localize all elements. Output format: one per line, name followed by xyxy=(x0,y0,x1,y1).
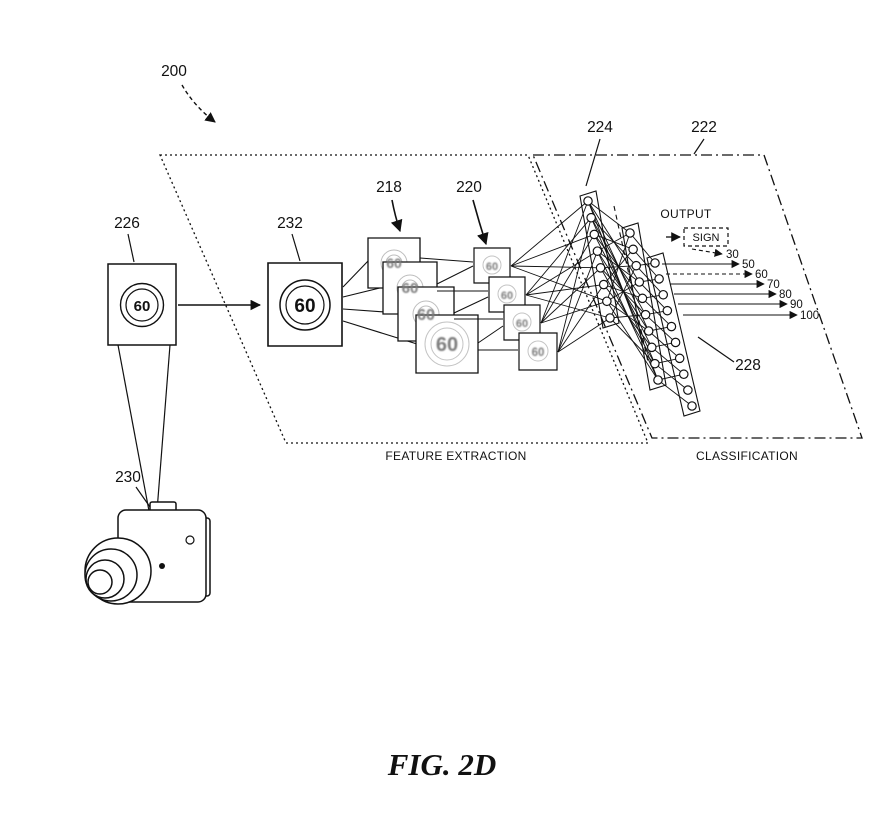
ref-230-label: 230 xyxy=(115,469,141,486)
ref-232-label: 232 xyxy=(277,215,303,232)
pool-fan-lines xyxy=(420,258,518,350)
feature-extraction-label: FEATURE EXTRACTION xyxy=(385,449,526,463)
ref-226-label: 226 xyxy=(114,215,140,232)
ref-200-label: 200 xyxy=(161,63,187,80)
classification-region xyxy=(533,155,862,438)
output-class-90: 90 xyxy=(790,299,803,311)
fuzzy-sign-8: 60 xyxy=(532,347,545,359)
ref-224-label: 224 xyxy=(587,119,613,136)
fuzzy-sign-2: 60 xyxy=(402,280,419,297)
output-class-80: 80 xyxy=(779,289,792,301)
camera-icon xyxy=(85,502,210,604)
fuzzy-sign-6: 60 xyxy=(501,290,513,302)
figure-caption: FIG. 2D xyxy=(387,747,497,782)
output-sign-label: SIGN xyxy=(693,232,720,244)
fuzzy-sign-7: 60 xyxy=(516,318,528,330)
ref-220-label: 220 xyxy=(456,179,482,196)
feature-extraction-region xyxy=(160,155,648,443)
ref-218-arrow xyxy=(390,200,403,233)
fuzzy-sign-1: 60 xyxy=(386,255,402,271)
ref-226-leader xyxy=(128,234,134,262)
network-connections xyxy=(511,201,692,406)
output-class-arrows xyxy=(662,249,798,320)
sign-box-226: 226 60 xyxy=(108,215,176,345)
ref-222-leader xyxy=(694,139,704,154)
output-class-70: 70 xyxy=(767,279,780,291)
image-box-232: 232 60 xyxy=(268,215,342,346)
fuzzy-sign-5: 60 xyxy=(486,261,498,273)
output-class-100: 100 xyxy=(800,310,819,322)
classification-label: CLASSIFICATION xyxy=(696,449,798,463)
ref-230-leader xyxy=(136,487,150,507)
ref-222-label: 222 xyxy=(691,119,717,136)
camera-230: 230 xyxy=(85,469,210,604)
feature-map-stack-220: 220 60 60 60 60 xyxy=(456,179,557,370)
ref-220-arrow xyxy=(473,200,489,246)
network-nodes xyxy=(584,197,696,410)
neural-network: 224 222 228 xyxy=(511,119,761,416)
ref-224-leader xyxy=(586,139,600,186)
ref-218-label: 218 xyxy=(376,179,402,196)
fuzzy-sign-3: 60 xyxy=(417,307,435,324)
output-class-labels: 30 50 60 70 80 90 100 xyxy=(726,249,819,322)
ref-200-arrow xyxy=(182,85,216,123)
fuzzy-sign-4: 60 xyxy=(436,334,458,356)
ref-232-leader xyxy=(292,234,300,261)
sign-value-226: 60 xyxy=(134,298,151,315)
output-class-60: 60 xyxy=(755,269,768,281)
ref-228-label: 228 xyxy=(735,357,761,374)
projection-cone xyxy=(118,345,170,511)
output-class-50: 50 xyxy=(742,259,755,271)
output-title: OUTPUT xyxy=(660,207,711,221)
sign-value-232: 60 xyxy=(294,296,315,317)
output-class-30: 30 xyxy=(726,249,739,261)
feature-map-stack-218: 218 60 60 60 60 xyxy=(368,179,478,373)
output-sign-box xyxy=(684,228,728,246)
ref-228-leader xyxy=(698,337,734,362)
output-block: OUTPUT SIGN 30 50 60 70 80 90 100 xyxy=(660,207,819,322)
